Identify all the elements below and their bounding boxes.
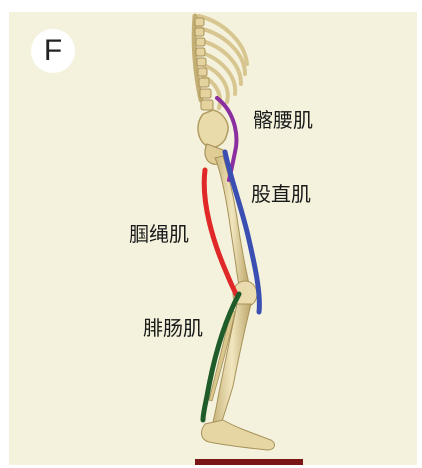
foot — [202, 420, 275, 450]
skeleton-illustration — [9, 12, 417, 465]
platform — [195, 459, 303, 465]
iliopsoas-label: 髂腰肌 — [253, 110, 313, 130]
hamstrings-label: 腘绳肌 — [129, 224, 189, 244]
panel-letter-badge: F — [31, 29, 75, 73]
rectus-femoris-label: 股直肌 — [251, 184, 311, 204]
figure-panel: F 髂腰肌 股直肌 腘绳肌 腓肠肌 — [9, 12, 417, 465]
panel-letter: F — [44, 36, 62, 66]
gastrocnemius-label: 腓肠肌 — [143, 318, 203, 338]
